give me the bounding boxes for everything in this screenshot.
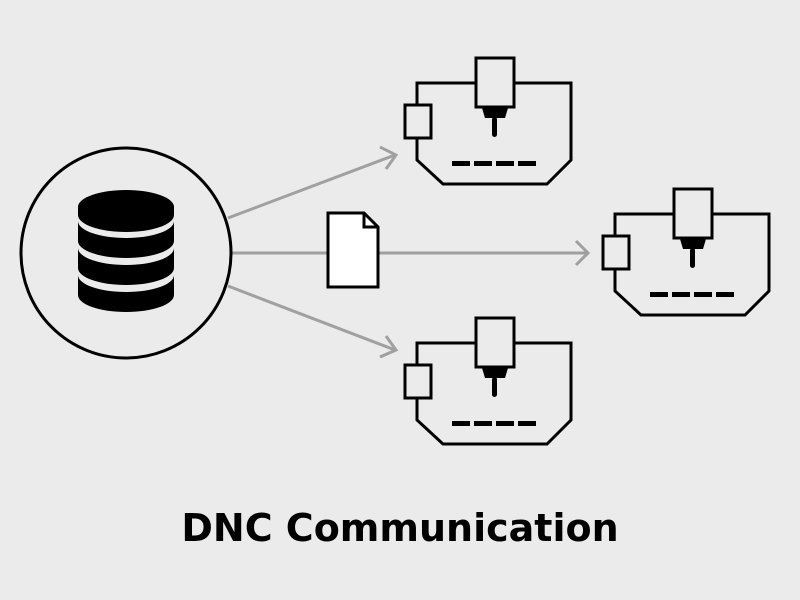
edge-to-machine-2: [232, 239, 591, 267]
database-circle: [19, 146, 233, 360]
database-node: [19, 146, 233, 360]
document-icon: [326, 211, 380, 289]
diagram-title: DNC Communication: [181, 506, 619, 550]
edge-to-machine-1: [227, 145, 399, 220]
arrowhead-icon: [379, 335, 399, 359]
cnc-machine-3: [403, 316, 573, 446]
cnc-machine-1: [403, 56, 573, 186]
arrowhead-icon: [574, 239, 591, 267]
database-icon: [78, 190, 174, 312]
arrowhead-icon: [379, 145, 399, 170]
edge-to-machine-3: [227, 284, 399, 359]
cnc-machine-2: [601, 187, 771, 317]
